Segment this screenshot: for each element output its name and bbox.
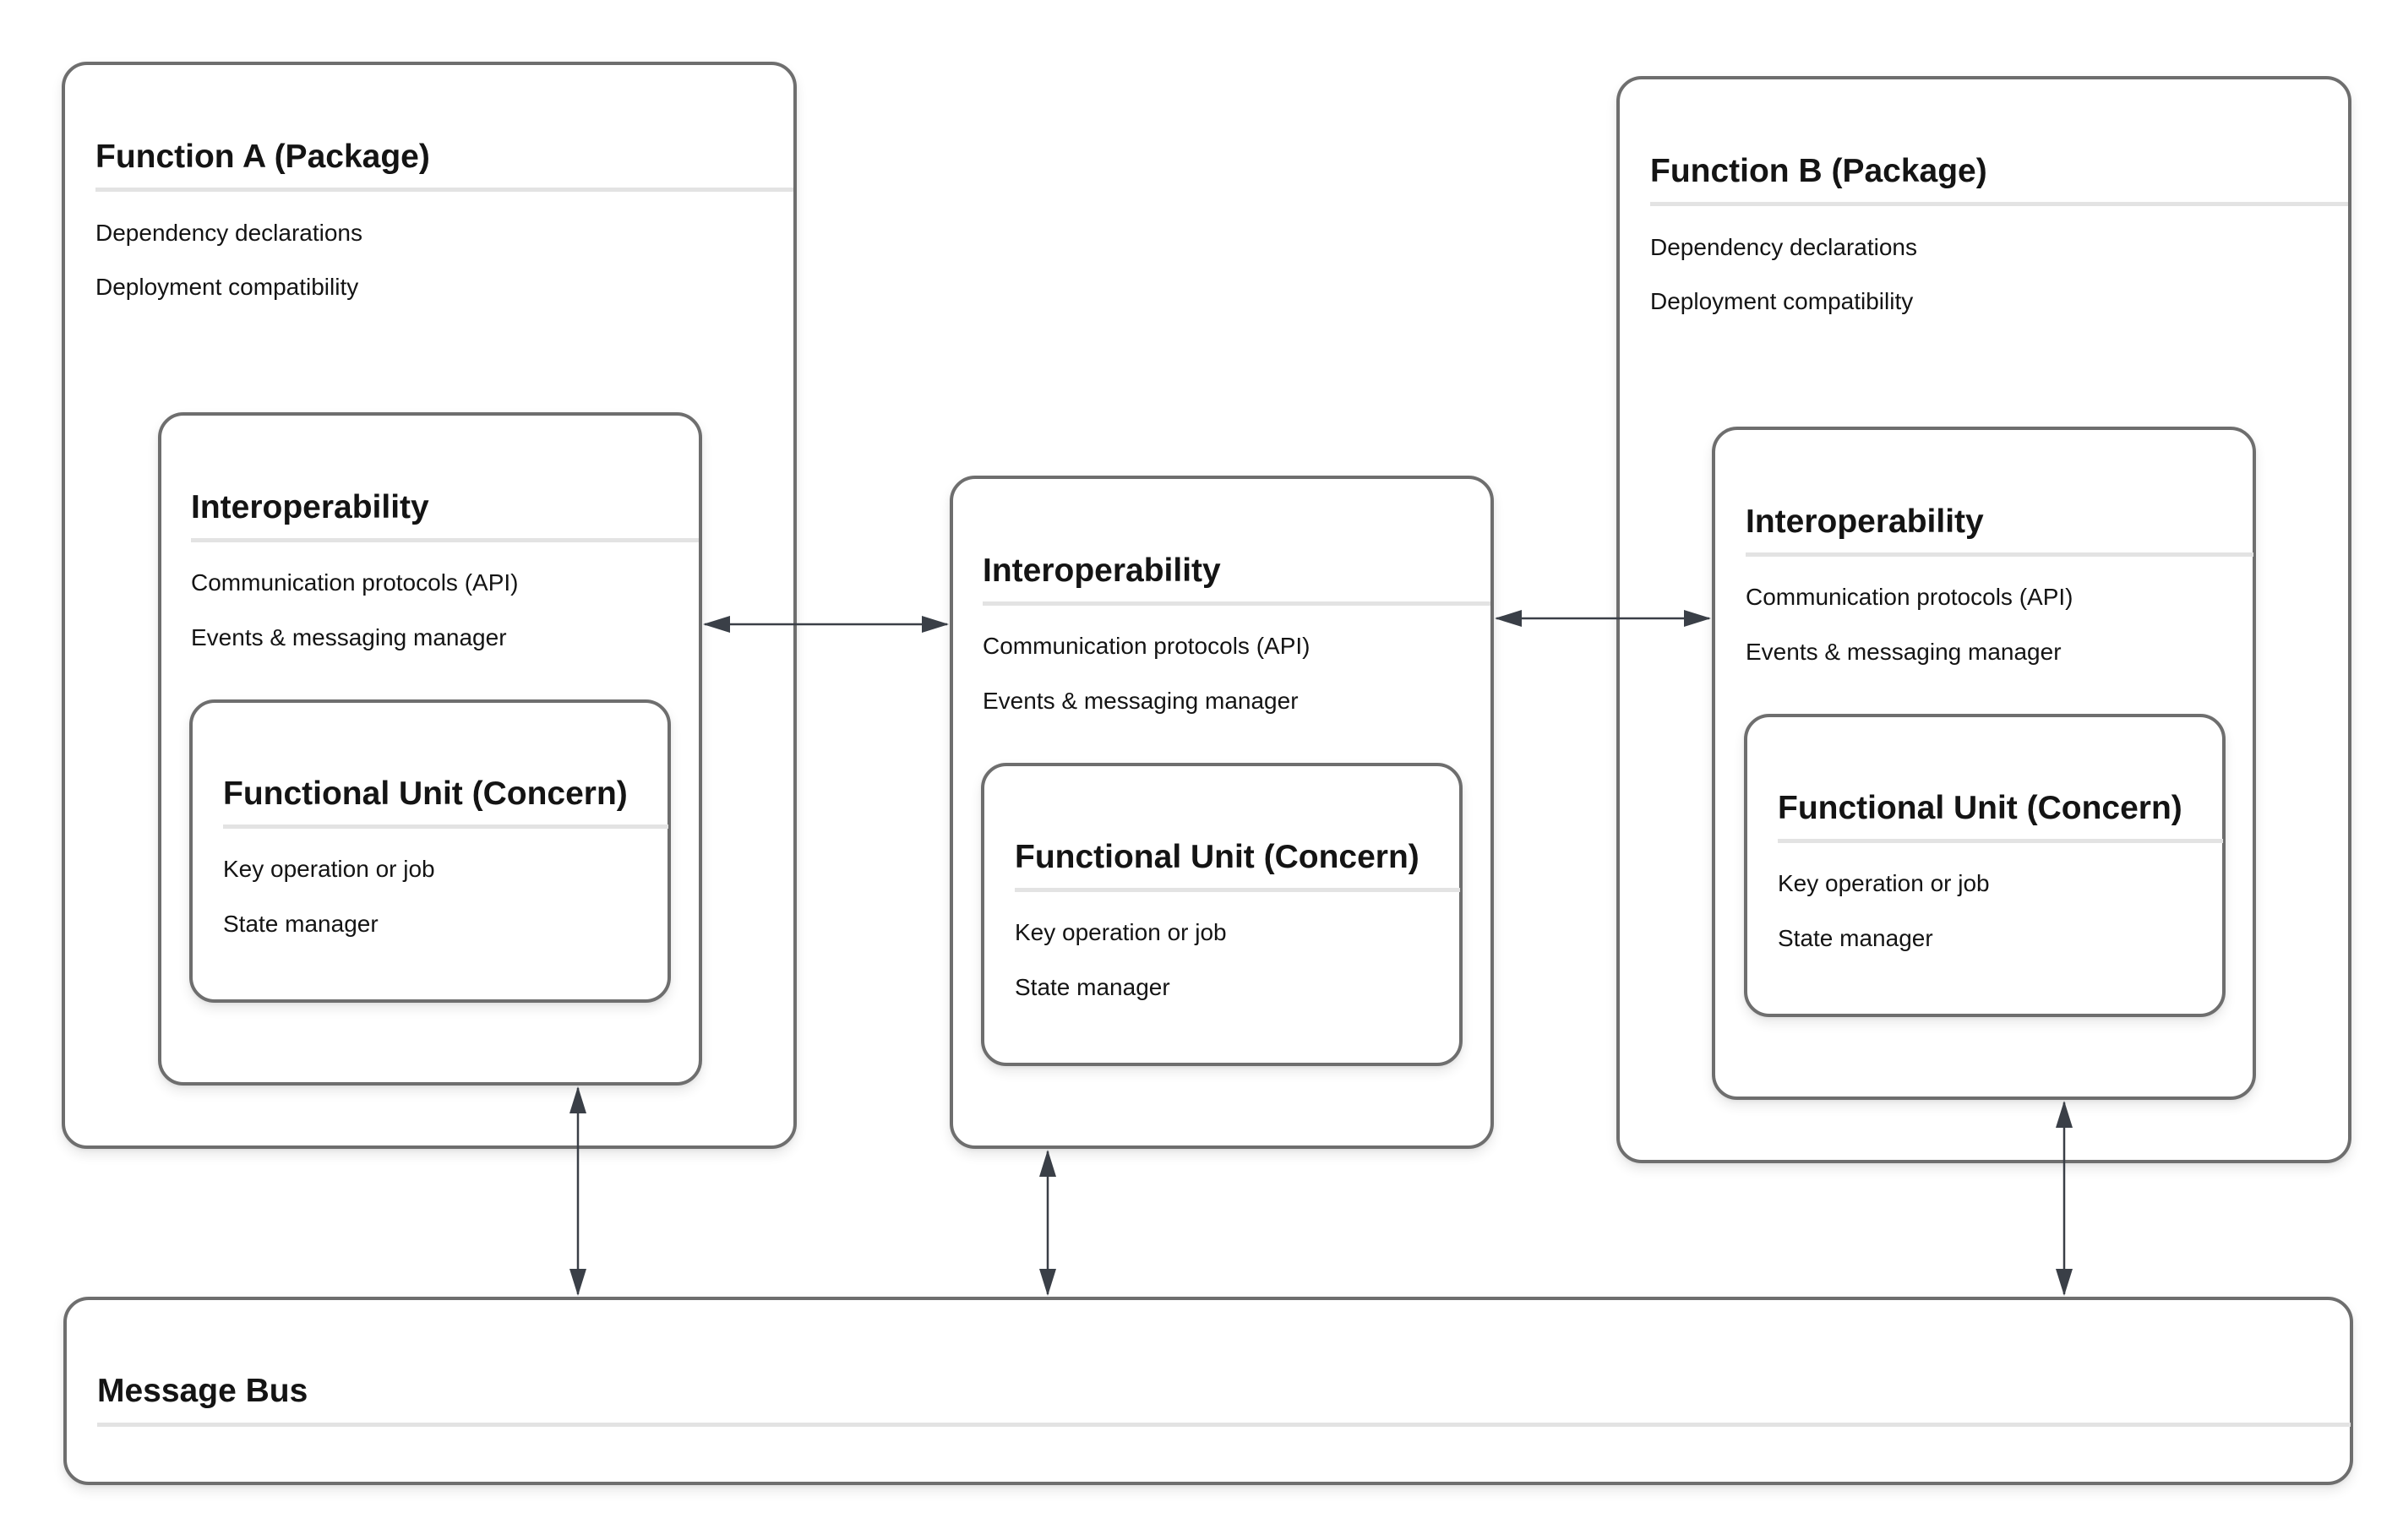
middle-unit-divider <box>1015 888 1460 892</box>
function-b-divider <box>1650 202 2348 206</box>
function-a-interop-title: Interoperability <box>191 489 429 525</box>
middle-interop-item-events: Events & messaging manager <box>983 688 1299 714</box>
function-a-unit-divider <box>223 824 668 829</box>
function-b-interop-divider <box>1746 552 2253 557</box>
middle-interop-title: Interoperability <box>983 552 1221 589</box>
function-a-unit-item-operation: Key operation or job <box>223 856 435 882</box>
middle-unit-item-operation: Key operation or job <box>1015 919 1227 945</box>
function-a-unit-title: Functional Unit (Concern) <box>223 775 628 812</box>
middle-interop-item-api: Communication protocols (API) <box>983 633 1310 659</box>
function-b-interop-item-events: Events & messaging manager <box>1746 639 2062 665</box>
function-a-interop-divider <box>191 538 699 542</box>
function-b-unit-divider <box>1778 839 2223 843</box>
message-bus <box>63 1297 2353 1485</box>
message-bus-title: Message Bus <box>97 1373 308 1409</box>
function-a-interop-item-events: Events & messaging manager <box>191 624 507 650</box>
function-a-title: Function A (Package) <box>95 139 430 175</box>
middle-unit-title: Functional Unit (Concern) <box>1015 839 1419 875</box>
function-a-divider <box>95 188 793 192</box>
middle-functional-unit <box>981 763 1463 1066</box>
function-b-title: Function B (Package) <box>1650 153 1987 189</box>
message-bus-divider <box>97 1423 2351 1427</box>
function-b-interop-title: Interoperability <box>1746 503 1984 540</box>
function-b-item-deployment: Deployment compatibility <box>1650 288 1914 314</box>
function-b-unit-item-state: State manager <box>1778 925 1933 951</box>
function-a-interop-item-api: Communication protocols (API) <box>191 569 519 596</box>
function-a-item-dependency: Dependency declarations <box>95 220 362 246</box>
function-a-unit-item-state: State manager <box>223 911 379 937</box>
function-b-unit-item-operation: Key operation or job <box>1778 870 1990 896</box>
function-b-interop-item-api: Communication protocols (API) <box>1746 584 2073 610</box>
function-b-functional-unit <box>1744 714 2226 1017</box>
function-b-unit-title: Functional Unit (Concern) <box>1778 790 2182 826</box>
middle-interop-divider <box>983 601 1490 606</box>
function-a-item-deployment: Deployment compatibility <box>95 274 359 300</box>
function-a-functional-unit <box>189 699 671 1003</box>
function-b-item-dependency: Dependency declarations <box>1650 234 1917 260</box>
middle-unit-item-state: State manager <box>1015 974 1170 1000</box>
